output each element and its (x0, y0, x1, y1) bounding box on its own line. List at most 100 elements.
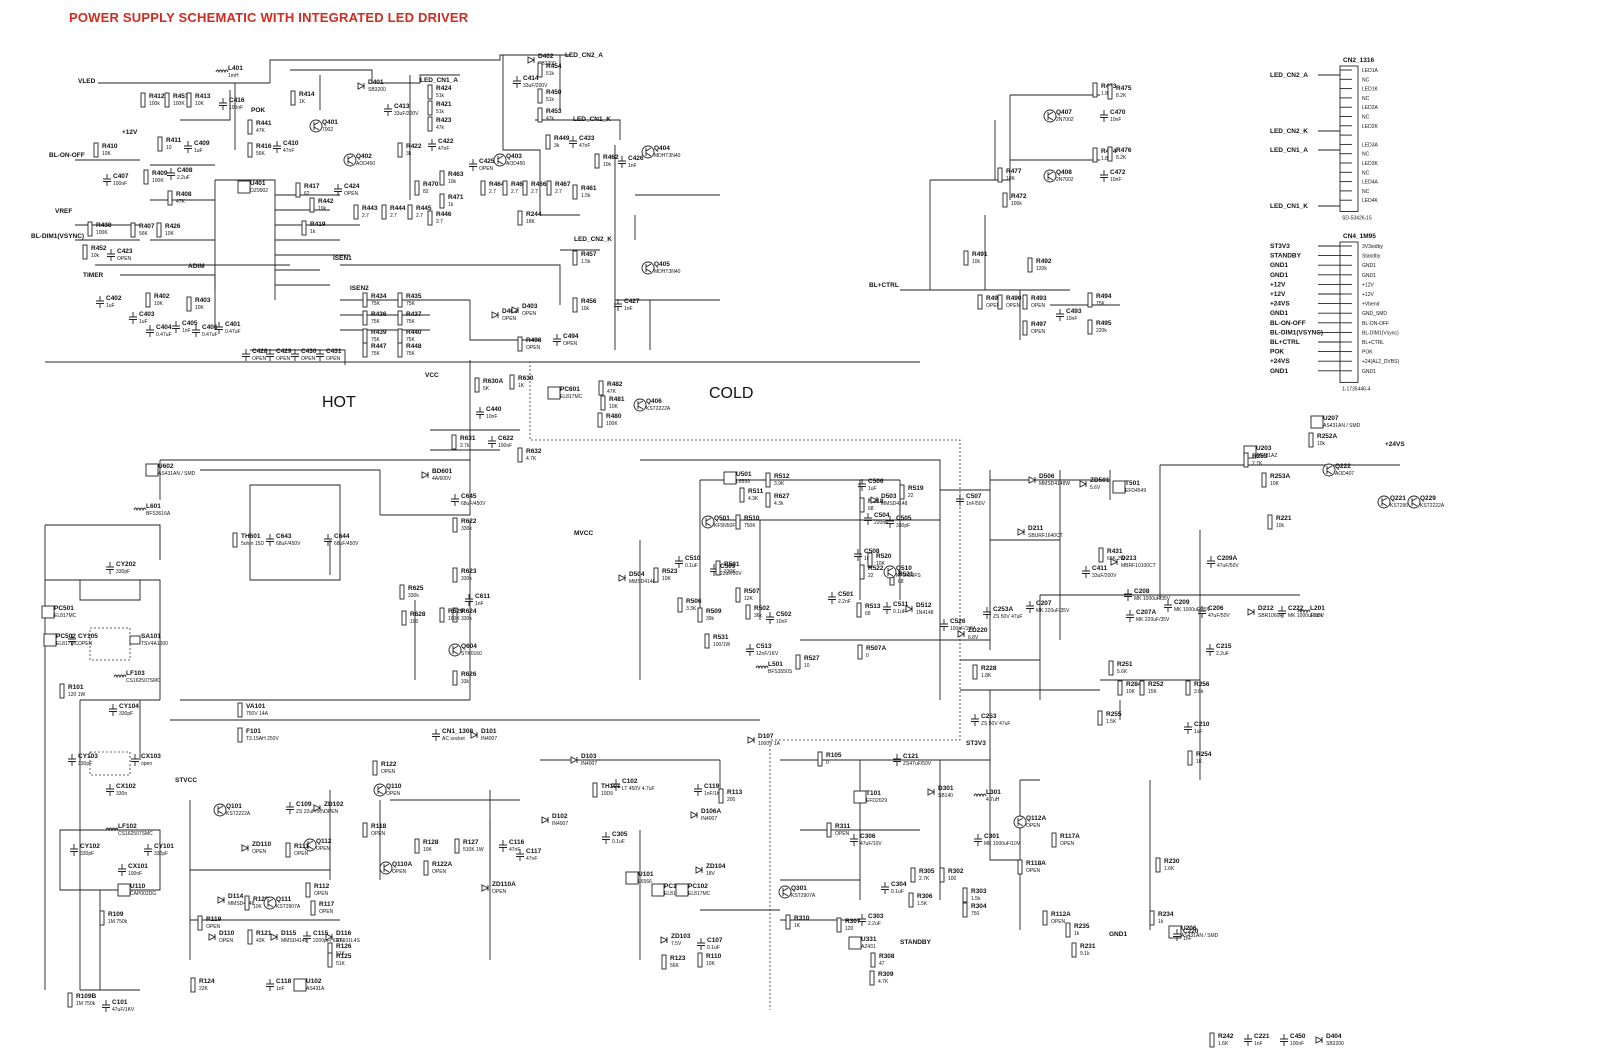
part-ref: C508 (864, 548, 880, 555)
transistor-leads (452, 645, 459, 655)
part-value: 0.1uF (612, 839, 625, 845)
capacitor-symbol (1207, 556, 1215, 568)
part-value: 10nF (776, 619, 787, 625)
part-value: EFD4549 (1125, 488, 1146, 494)
ic-symbol (723, 471, 737, 485)
part-value: 1.5k (581, 259, 591, 265)
transistor-symbol (778, 885, 792, 899)
part-value: OPEN (78, 641, 93, 647)
part-ref: C206 (1208, 605, 1224, 612)
part-value: 10K (423, 847, 433, 853)
part-value: 100 (410, 619, 419, 625)
resistor-symbol (972, 664, 978, 680)
part-ref: D213 (1121, 555, 1137, 562)
part-ref: C115 (313, 930, 329, 937)
transistor-leads (1047, 171, 1054, 181)
part-value: open (141, 761, 152, 767)
part-value: 100nF (113, 181, 127, 187)
part-value: MDHT3N40 (654, 269, 681, 275)
part-ref: R402 (154, 293, 170, 300)
capacitor-symbol (569, 136, 577, 148)
resistor-symbol (718, 788, 724, 804)
transistor-symbol (493, 153, 507, 167)
part-value: OPEN (526, 345, 541, 351)
ic-symbol (547, 386, 561, 400)
part-value: 330pF (80, 851, 94, 857)
part-value: 3.9K (774, 481, 785, 487)
part-value: 68uF/450V (461, 501, 486, 507)
capacitor-symbol (106, 784, 114, 796)
part-value: 75K (1096, 301, 1106, 307)
part-ref: C304 (891, 881, 907, 888)
part-value: 1k (310, 229, 316, 235)
part-ref: R407 (139, 223, 155, 230)
connector-net-label: +12V (1270, 281, 1286, 288)
part-value: 47k (546, 116, 555, 122)
resistor-symbol (407, 204, 413, 220)
capacitor-symbol (266, 349, 274, 361)
net-label: LED_CN1_A (420, 77, 458, 84)
wire (290, 69, 373, 83)
resistor-symbol (474, 377, 480, 393)
part-value: AS431A (306, 986, 325, 992)
part-ref: Q110A (392, 861, 413, 868)
part-ref: L301 (986, 789, 1001, 796)
part-ref: R502 (754, 605, 770, 612)
part-value: SB140 (938, 793, 953, 799)
capacitor-symbol (828, 592, 836, 604)
net-label: LED_CN2_K (574, 236, 612, 243)
part-ref: C410 (283, 140, 299, 147)
part-ref: R625 (408, 585, 424, 592)
part-value: MK 1000uF/35V (1288, 613, 1325, 619)
part-ref: R471 (448, 194, 464, 201)
part-ref: R435 (406, 293, 422, 300)
part-ref: D106A (701, 808, 722, 815)
wire (535, 119, 621, 140)
resistor-symbol (130, 222, 136, 238)
resistor-symbol (305, 882, 311, 898)
part-value: 10k (318, 206, 327, 212)
capacitor-symbol (881, 882, 889, 894)
connector-pin-label: GND1 (1362, 273, 1376, 279)
part-ref: C107 (707, 937, 723, 944)
part-value: 1nF (628, 163, 637, 169)
net-label: MVCC (574, 530, 593, 537)
part-value: 220nF (874, 520, 888, 526)
resistor-symbol (186, 296, 192, 312)
resistor-symbol (517, 210, 523, 226)
part-ref: CX102 (116, 783, 136, 790)
capacitor-symbol (106, 562, 114, 574)
part-value: 75K (406, 319, 416, 325)
resistor-symbol (452, 567, 458, 583)
connector-net-label: STANDBY (1270, 253, 1302, 260)
diode-symbol (491, 311, 500, 319)
transistor-symbol (213, 803, 227, 817)
ic-symbol (848, 936, 862, 950)
resistor-symbol (1098, 547, 1104, 563)
part-ref: R444 (390, 205, 406, 212)
